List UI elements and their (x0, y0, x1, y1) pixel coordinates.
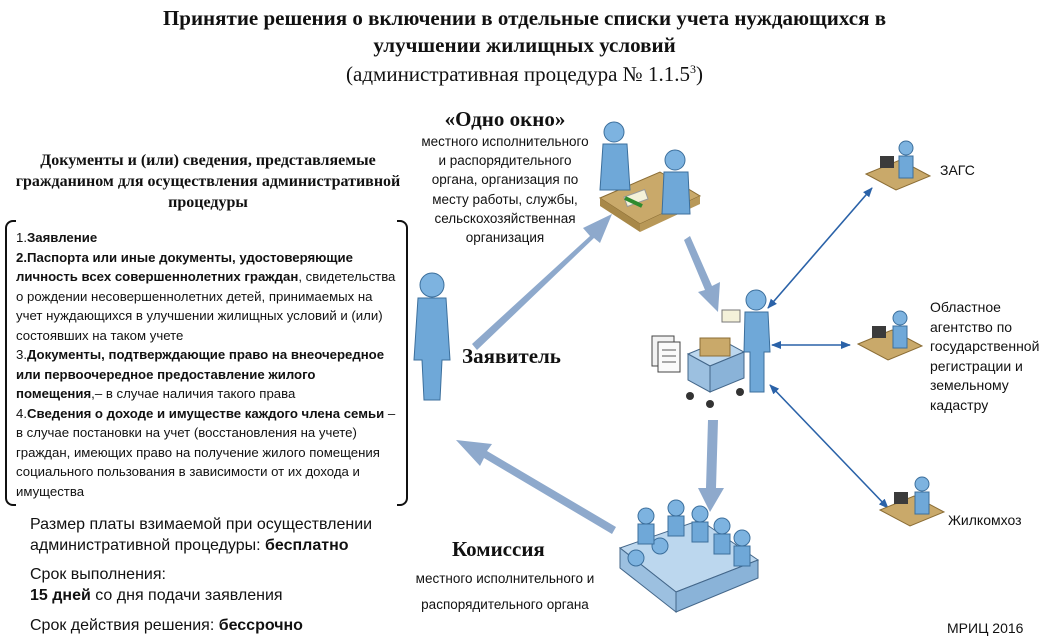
arrow-commission-to-applicant (456, 440, 616, 534)
commission-title: Комиссия (452, 537, 545, 561)
documents-list: 1.Заявление 2.Паспорта или иные документ… (16, 228, 401, 501)
housing-workstation (878, 476, 946, 527)
credit-label: МРИЦ 2016 (947, 620, 1024, 636)
term-rest: со дня подачи заявления (90, 587, 283, 604)
item-bold: Сведения о доходе и имуществе каждого чл… (27, 405, 385, 421)
item-bold: Документы, подтверждающие право на внеоч… (16, 347, 385, 401)
registry-label: Областное агентство по государственной р… (930, 299, 1040, 413)
documents-heading: Документы и (или) сведения, представляем… (15, 152, 401, 211)
item-text: – в случае постановки на учет (восстанов… (16, 405, 396, 499)
right-brace (397, 220, 408, 506)
item-bold: Заявление (27, 230, 98, 245)
item-number: 2. (16, 249, 27, 265)
document-item-2: 2.Паспорта или иные документы, удостовер… (16, 248, 401, 346)
arrow-housing (769, 384, 889, 509)
one-window-subtitle: местного исполнительного и распорядитель… (421, 134, 589, 246)
term-info: 15 дней со дня подачи заявления (30, 587, 283, 605)
title-line-2: улучшении жилищных условий (373, 33, 676, 57)
title-line-3: (административная процедура № 1.1.53) (0, 62, 1049, 87)
procedure-number: (административная процедура № 1.1.5 (346, 62, 690, 86)
registry-workstation (856, 310, 924, 361)
processing-figure (651, 289, 771, 408)
arrow-zags (767, 187, 873, 309)
validity-value: бессрочно (218, 617, 303, 634)
commission-figure (618, 499, 760, 614)
arrow-processing-to-commission (698, 420, 724, 512)
validity-info: Срок действия решения: бессрочно (30, 617, 303, 635)
item-number: 4. (16, 405, 27, 421)
procedure-close: ) (695, 62, 703, 86)
term-value: 15 дней (30, 587, 91, 604)
one-window-figure (598, 121, 702, 232)
zags-label: ЗАГС (940, 162, 975, 178)
fat-arrows (456, 214, 724, 534)
item-number: 1. (16, 230, 27, 245)
housing-label: Жилкомхоз (948, 512, 1022, 528)
commission-subtitle: местного исполнительного и распорядитель… (400, 566, 610, 618)
zags-workstation (864, 140, 932, 191)
arrow-applicant-to-window (472, 214, 612, 350)
fee-value: бесплатно (265, 537, 349, 554)
commission-subtitle-line-1: местного исполнительного и (415, 571, 595, 586)
item-text: , свидетельства о рождении несовершеннол… (16, 269, 396, 343)
item-text: ,– в случае наличия такого права (91, 386, 296, 401)
item-bold: Паспорта или иные документы, удостоверяю… (16, 249, 353, 285)
item-number: 3. (16, 347, 27, 362)
procedure-superscript: 3 (689, 62, 696, 76)
thin-arrows (767, 187, 889, 509)
document-item-4: 4.Сведения о доходе и имуществе каждого … (16, 404, 401, 502)
one-window-title: «Одно окно» (444, 107, 566, 131)
left-brace (5, 220, 16, 506)
commission-subtitle-line-2: распорядительного органа (421, 597, 589, 612)
applicant-label: Заявитель (462, 344, 561, 368)
arrow-window-to-processing (684, 236, 720, 312)
fee-info: Размер платы взимаемой при осуществлении… (30, 514, 410, 556)
validity-label: Срок действия решения: (30, 617, 219, 634)
fee-label: Размер платы взимаемой при осуществлении… (30, 516, 373, 554)
document-item-1: 1.Заявление (16, 228, 401, 248)
term-label: Срок выполнения: (30, 566, 166, 583)
document-item-3: 3.Документы, подтверждающие право на вне… (16, 345, 401, 404)
title-line-1: Принятие решения о включении в отдельные… (162, 6, 887, 30)
applicant-figure (413, 272, 451, 401)
